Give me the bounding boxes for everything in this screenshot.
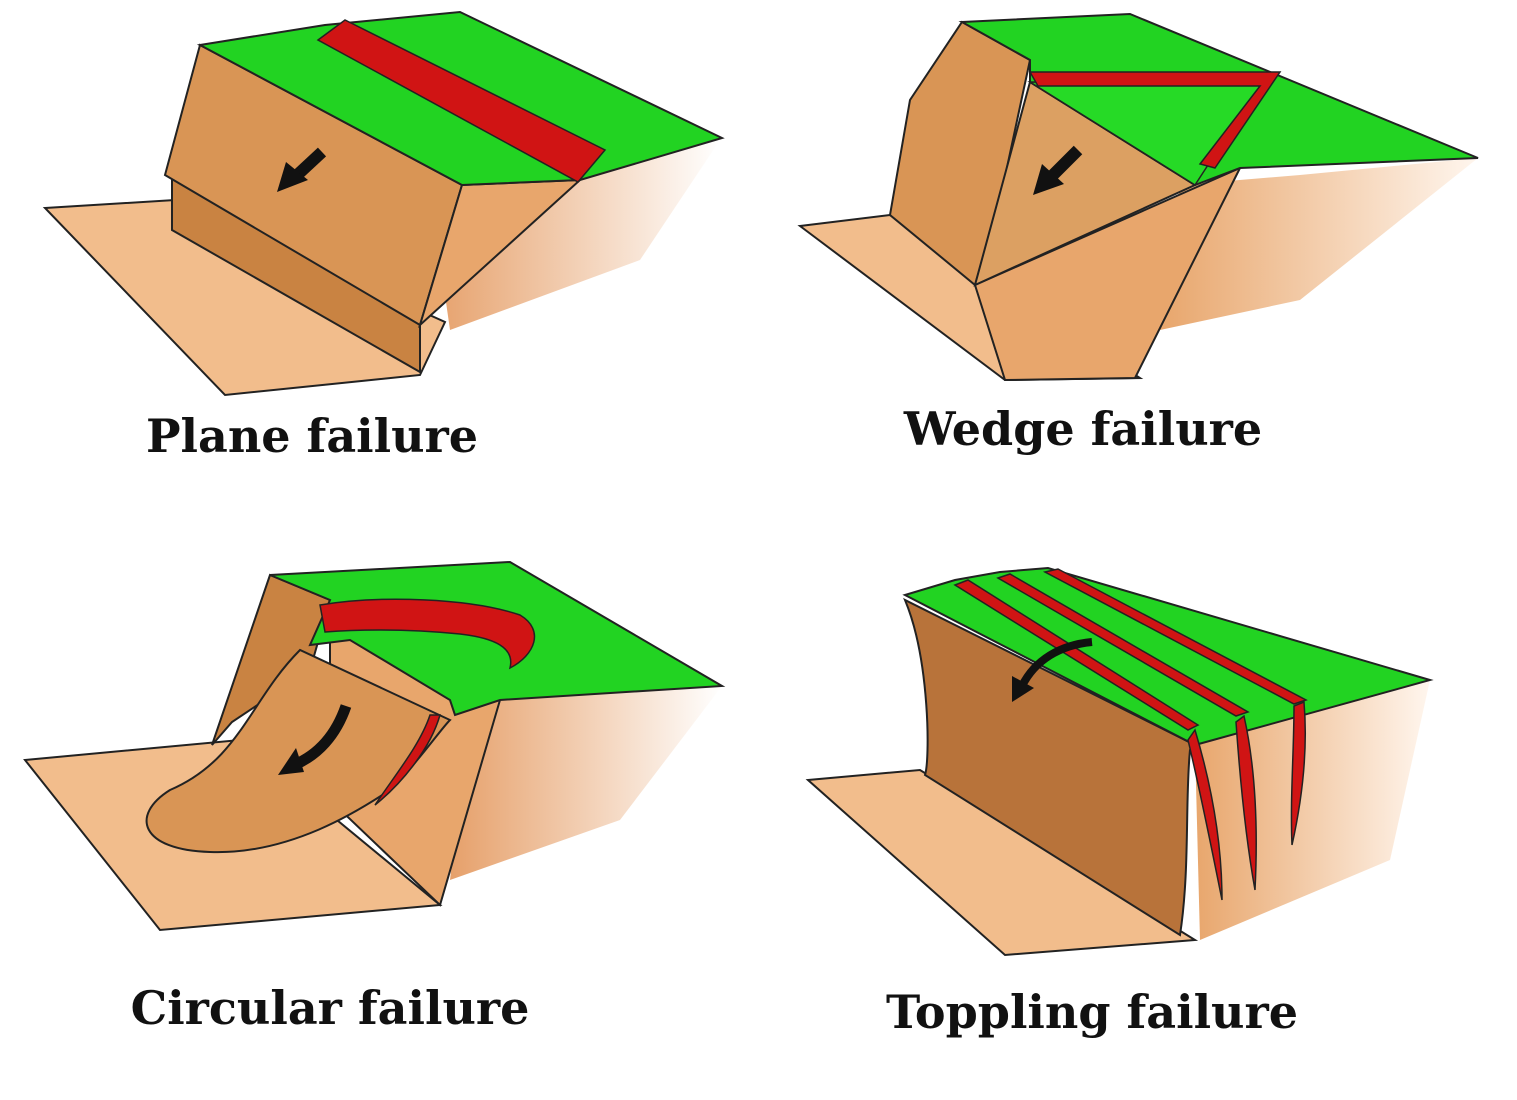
ground-surface <box>42 198 447 397</box>
tension-crack <box>316 19 607 183</box>
wedge-failure-panel: Wedge failure <box>797 12 1479 456</box>
arrow-icon <box>1012 638 1093 702</box>
toppling-failure-panel: Toppling failure <box>805 566 1434 1039</box>
tension-crack <box>319 598 536 670</box>
caption-circular-failure: Circular failure <box>131 981 530 1035</box>
caption-wedge-failure: Wedge failure <box>903 402 1262 456</box>
right-slope-face <box>973 165 1243 382</box>
tension-crack <box>1028 71 1282 169</box>
caption-toppling-failure: Toppling failure <box>886 985 1298 1039</box>
joint-3-face <box>1290 700 1306 846</box>
slip-surface-red <box>374 714 441 806</box>
joint-3-top <box>1042 568 1308 705</box>
joint-1-top <box>953 579 1200 731</box>
joint-2-face <box>1235 714 1257 891</box>
ground-surface <box>805 768 1199 957</box>
arrow-icon <box>277 147 327 192</box>
joint-1-face <box>1187 728 1223 901</box>
arrow-icon <box>1033 145 1083 195</box>
slope-shadow <box>1160 158 1478 330</box>
toppling-rock-face <box>903 597 1197 937</box>
plane-failure-panel: Plane failure <box>42 10 725 463</box>
joint-2-top <box>996 573 1250 717</box>
arrow-icon <box>278 704 352 775</box>
slope-shadow <box>450 686 722 880</box>
caption-plane-failure: Plane failure <box>146 409 478 463</box>
circular-failure-panel: Circular failure <box>23 560 726 1035</box>
